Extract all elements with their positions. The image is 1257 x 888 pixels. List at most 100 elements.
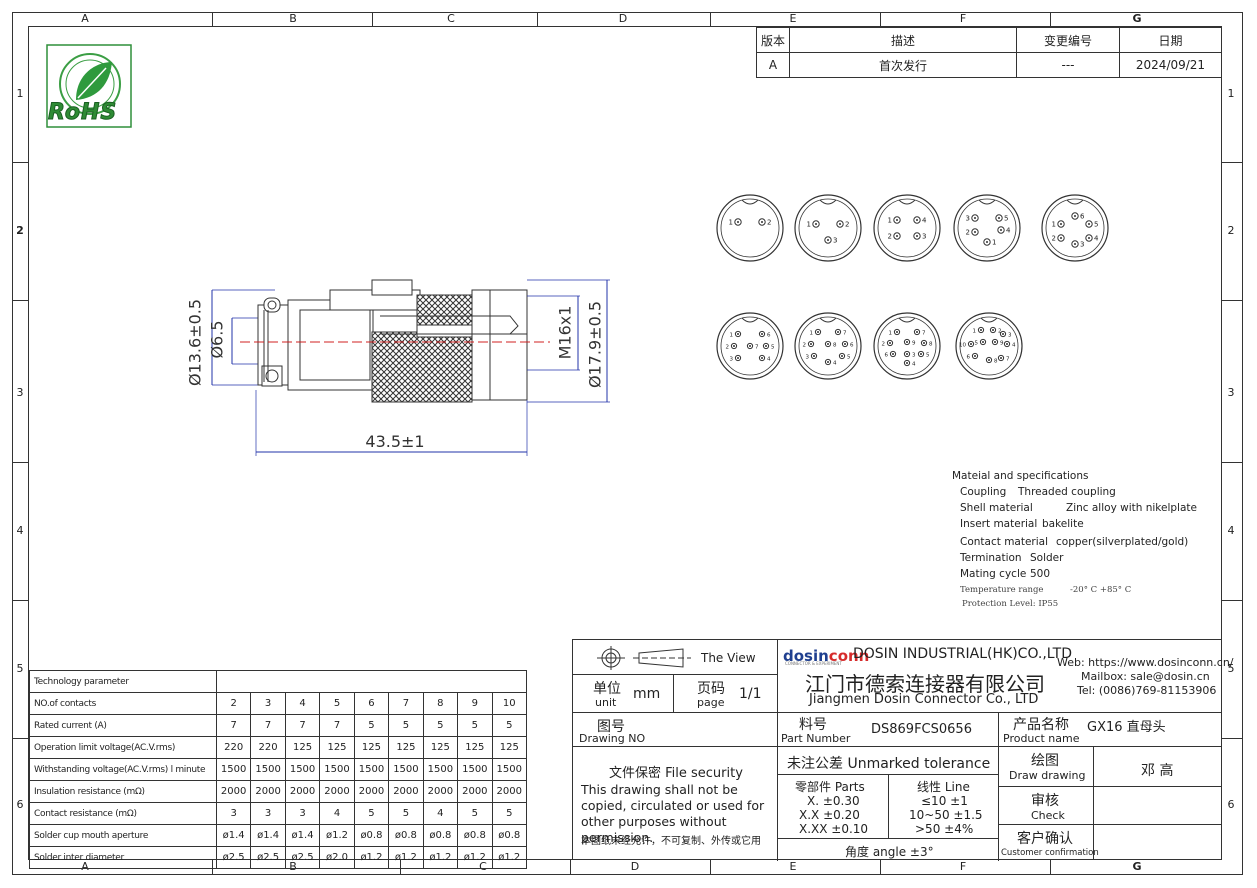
tech-cell: 5 [491, 714, 528, 737]
pin-contact [734, 330, 742, 338]
pin-number: 3 [730, 357, 734, 363]
tech-row-label: Withstanding voltage(AC.V.rms) l minute [29, 758, 217, 781]
tech-cell: 2000 [457, 780, 493, 803]
pin-contact [758, 354, 766, 362]
tech-row-label: NO.of contacts [29, 692, 217, 715]
pin-contact [1085, 220, 1093, 228]
spec-key: Temperature range [960, 585, 1044, 595]
security-text-cn: 本图纸未经允许，不可复制、外传或它用 [581, 836, 761, 847]
tech-cell: 1500 [491, 758, 528, 781]
pin-number: 8 [994, 359, 998, 365]
pin-contact [836, 220, 844, 228]
dim-length: 43.5±1 [365, 432, 425, 451]
tech-cell: 1500 [215, 758, 252, 781]
pin-number: 1 [888, 217, 892, 225]
zone-label: 1 [1227, 87, 1235, 100]
pin-contact [1071, 240, 1079, 248]
pin-number: 4 [1012, 343, 1016, 349]
pin-contact [903, 359, 911, 367]
pin-contact [1071, 212, 1079, 220]
pin-contact [762, 342, 770, 350]
page-label: 页码 [697, 681, 725, 697]
pin-number: 8 [833, 343, 837, 349]
pin-number: 2 [966, 229, 970, 237]
rev-cell: A [756, 52, 790, 78]
zone-label: D [618, 12, 628, 25]
dim-d3: M16x1 [555, 305, 575, 360]
zone-label: D [630, 860, 640, 873]
product-name-value: GX16 直母头 [1087, 720, 1166, 735]
tech-cell: 4 [319, 802, 355, 825]
product-name-label: 产品名称 [1013, 717, 1069, 733]
tech-cell: ø1.2 [422, 846, 459, 869]
customer-label-en: Customer confirmation [1001, 848, 1099, 858]
zone-label: 2 [1227, 224, 1235, 237]
pin-number: 2 [845, 221, 849, 229]
tech-cell: ø1.2 [457, 846, 493, 869]
pin-number: 7 [922, 331, 926, 337]
company-tel: Tel: (0086)769-81153906 [1077, 684, 1217, 697]
pin-contact [1057, 234, 1065, 242]
pin-contact [903, 350, 911, 358]
tech-row-label: Operation limit voltage(AC.V.rms) [29, 736, 217, 759]
pin-contact [917, 350, 925, 358]
rev-header: 变更编号 [1016, 27, 1120, 53]
pin-contact [967, 340, 975, 348]
tech-cell: 2000 [250, 780, 286, 803]
tech-cell: ø0.8 [491, 824, 528, 847]
pin-contact [886, 339, 894, 347]
brand-part-b: conn [828, 647, 870, 665]
tech-cell: 1500 [250, 758, 286, 781]
tech-cell: 8 [422, 692, 459, 715]
pin-number: 2 [767, 219, 771, 227]
check-label-en: Check [1031, 809, 1065, 822]
spec-value: Threaded coupling [1018, 486, 1116, 498]
pin-number: 6 [1080, 213, 1085, 221]
rohs-text: RoHS [47, 100, 118, 126]
tech-cell: 5 [353, 714, 390, 737]
company-name-en2: Jiangmen Dosin Connector Co., LTD [809, 692, 1039, 707]
tech-cell: 125 [457, 736, 493, 759]
line-tol: >50 ±4% [915, 822, 974, 836]
pin-contact [893, 232, 901, 240]
tech-cell: ø0.8 [388, 824, 424, 847]
rev-cell: 2024/09/21 [1119, 52, 1222, 78]
pin-number: 4 [1006, 227, 1011, 235]
pin-contact [920, 339, 928, 347]
pin-number: 2 [726, 345, 730, 351]
pin-contact [983, 238, 991, 246]
parts-tol: X.X ±0.20 [799, 808, 860, 822]
connector-drawing: Ø13.6±0.5 Ø6.5 M16x1 Ø17.9±0.5 43.5±1 [180, 270, 620, 460]
pin-number: 7 [755, 345, 759, 351]
tech-cell: ø1.4 [250, 824, 286, 847]
zone-label: E [789, 12, 797, 25]
pin-number: 6 [850, 343, 854, 349]
tech-cell: 1500 [353, 758, 390, 781]
brand-part-a: dosin [783, 647, 829, 665]
view-label: The View [701, 651, 756, 665]
tech-cell: 125 [353, 736, 390, 759]
tech-row-label: Contact resistance (mΩ) [29, 802, 217, 825]
pin-contact [913, 328, 921, 336]
tech-cell: 1500 [422, 758, 459, 781]
spec-value: Solder [1030, 552, 1064, 564]
spec-key: Coupling [960, 486, 1007, 498]
zone-label: 5 [1227, 662, 1235, 675]
pin-contact [913, 216, 921, 224]
line-title: 线性 Line [917, 780, 970, 794]
zone-label: 4 [16, 524, 24, 537]
draw-label-en: Draw drawing [1009, 769, 1086, 782]
pin-number: 8 [929, 342, 933, 348]
spec-key: Termination [960, 552, 1022, 564]
tech-cell: 6 [353, 692, 390, 715]
dim-d4: Ø17.9±0.5 [585, 300, 605, 389]
pin-number: 5 [926, 353, 930, 359]
tech-cell: 3 [215, 802, 252, 825]
